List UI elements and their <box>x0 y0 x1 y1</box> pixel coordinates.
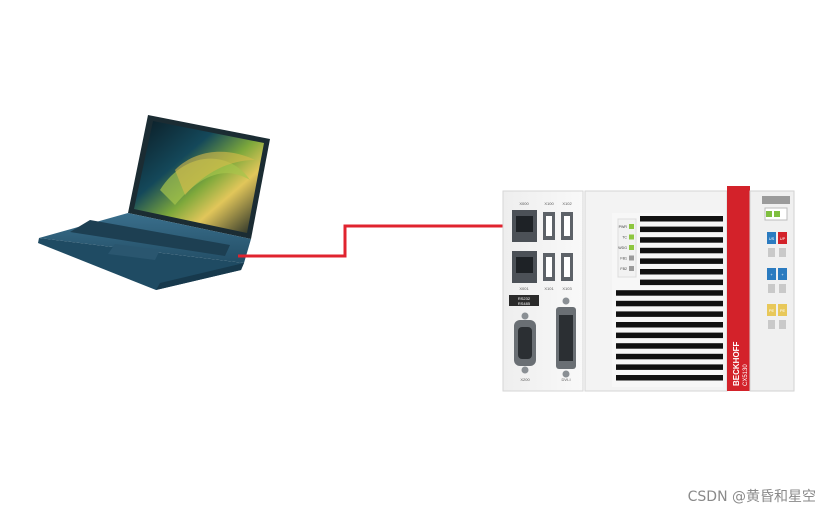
terminal-label: + <box>781 272 784 277</box>
vent-slot <box>616 364 723 370</box>
port-label-eth1: X000 <box>519 201 529 206</box>
port-label-usb4: X103 <box>562 286 572 291</box>
terminal-label: PE <box>780 308 786 313</box>
terminal-contact <box>767 304 776 316</box>
terminal-contact <box>767 232 776 244</box>
terminal-label: + <box>770 272 773 277</box>
port-label-usb2: X102 <box>562 201 572 206</box>
port-label-usb1: X100 <box>544 201 554 206</box>
laptop <box>38 115 270 290</box>
terminal-slot <box>768 284 775 293</box>
terminal-contact <box>778 268 787 280</box>
serial-label-bottom: RS485 <box>518 301 531 306</box>
terminal-slot <box>779 284 786 293</box>
vent-slots <box>616 216 723 381</box>
vent-slot <box>640 247 723 254</box>
port-label-usb3: X101 <box>544 286 554 291</box>
vent-slot <box>616 300 723 307</box>
status-led <box>629 234 634 240</box>
terminal-contact <box>778 232 787 244</box>
vent-slot <box>640 216 723 222</box>
terminal-label: US <box>769 236 775 241</box>
terminal-label: UP <box>780 236 786 241</box>
vent-slot <box>616 332 723 339</box>
led-label: FB2 <box>620 267 627 271</box>
laptop-icon <box>38 115 270 290</box>
status-led <box>629 266 634 271</box>
serial-label-top: RS232 <box>518 296 531 301</box>
plc-controller: X000 X100 X102 X001 X101 X103 RS232 RS48… <box>502 186 795 392</box>
brand-name: BECKHOFF <box>732 341 741 386</box>
vent-slot <box>616 343 723 349</box>
port-label-eth2: X001 <box>519 286 529 291</box>
model-name: CX5130 <box>743 364 749 386</box>
serial-port-id: X200 <box>520 377 530 382</box>
terminal-slot <box>779 248 786 257</box>
watermark: CSDN @黄昏和星空 <box>687 489 816 505</box>
terminal-slot <box>768 248 775 257</box>
vent-slot <box>616 353 723 360</box>
status-led <box>629 224 634 229</box>
vent-slot <box>640 258 723 264</box>
led-label: TC <box>622 236 627 240</box>
plc-controller-icon: X000 X100 X102 X001 X101 X103 RS232 RS48… <box>502 186 795 392</box>
vent-slot <box>616 311 723 317</box>
vent-slot <box>640 237 723 243</box>
ethernet-cable <box>238 224 523 258</box>
status-led <box>629 255 634 261</box>
terminal-slot <box>779 320 786 329</box>
terminal-label: PE <box>769 308 775 313</box>
vent-slot <box>640 279 723 286</box>
vent-slot <box>616 290 723 296</box>
vent-slot <box>616 322 723 328</box>
vent-slot <box>640 269 723 275</box>
led-label: WDG <box>618 246 627 250</box>
terminal-slot <box>768 320 775 329</box>
terminal-block: US UP + + PE PE <box>767 232 787 329</box>
dvi-port-label: DVI-I <box>561 377 570 382</box>
vent-slot <box>640 226 723 233</box>
led-label: FB1 <box>620 257 627 261</box>
terminal-contact <box>767 268 776 280</box>
vent-slot <box>616 375 723 381</box>
terminal-contact <box>778 304 787 316</box>
led-label: PWR <box>619 225 628 229</box>
status-led <box>629 245 634 250</box>
